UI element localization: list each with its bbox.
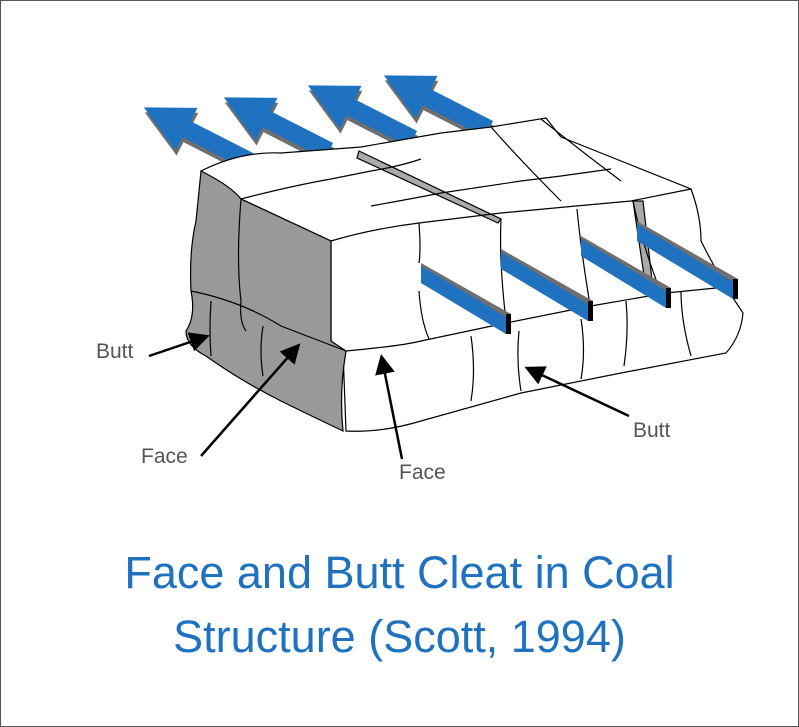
label-butt-right: Butt (633, 419, 671, 442)
title-line-2: Structure (Scott, 1994) (173, 611, 626, 662)
title-line-1: Face and Butt Cleat in Coal (124, 547, 675, 598)
pointer-arrows (148, 332, 630, 460)
label-face-left: Face (141, 445, 188, 468)
bar-icon (421, 263, 511, 334)
arrow-icon (307, 85, 418, 152)
arrow-icon (143, 107, 254, 174)
arrow-icon (223, 97, 334, 164)
arrow-icon (383, 75, 494, 142)
diagram-title: Face and Butt Cleat in Coal Structure (S… (1, 541, 798, 669)
bar-icon (581, 236, 671, 308)
side-cleat-bars (421, 221, 738, 334)
bar-icon (501, 249, 593, 321)
label-face-center: Face (399, 461, 446, 484)
coal-block (185, 117, 744, 432)
bar-icon (637, 221, 738, 299)
label-butt-left: Butt (96, 340, 134, 363)
cleat-direction-arrows (143, 75, 494, 174)
